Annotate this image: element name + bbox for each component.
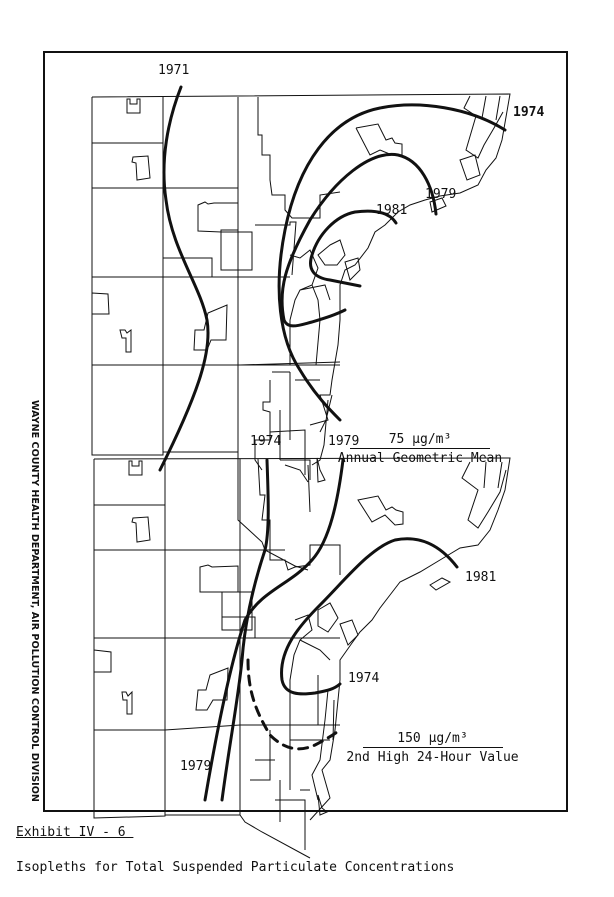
label-1979-bottom-lower: 1979	[180, 759, 212, 774]
label-1974-bottom: 1974	[250, 434, 282, 449]
side-credit: WAYNE COUNTY HEALTH DEPARTMENT, AIR POLL…	[26, 400, 40, 802]
legend-annual-geometric-mean: 75 µg/m³ Annual Geometric Mean	[325, 433, 515, 465]
label-1979-bottom-top: 1979	[328, 434, 360, 449]
label-1974-top: 1974	[513, 105, 545, 120]
isopleth-lines	[158, 85, 507, 802]
legend-measure: Annual Geometric Mean	[337, 451, 503, 466]
bottom-map-boundaries	[93, 457, 511, 859]
isopleth-1981-bottom	[280, 537, 459, 696]
isopleth-1981-top	[309, 209, 398, 288]
isopleth-1971	[158, 85, 210, 472]
isopleth-1979-top	[280, 152, 438, 328]
top-map-boundaries	[91, 93, 511, 571]
label-1981-bottom: 1981	[465, 570, 497, 585]
exhibit-label: Exhibit IV - 6	[16, 825, 134, 840]
label-1974-dashed: 1974	[348, 671, 380, 686]
isopleth-1979-bottom	[203, 458, 345, 802]
label-1981-top: 1981	[376, 203, 408, 218]
legend-value: 150 µg/m³	[362, 732, 503, 748]
legend-second-high-24-hour: 150 µg/m³ 2nd High 24-Hour Value	[325, 732, 540, 764]
legend-value: 75 µg/m³	[350, 433, 490, 449]
side-credit-text: WAYNE COUNTY HEALTH DEPARTMENT, AIR POLL…	[29, 400, 40, 802]
legend-measure: 2nd High 24-Hour Value	[346, 750, 519, 765]
isopleth-1974-dashed	[246, 658, 342, 751]
label-1971: 1971	[158, 63, 190, 78]
exhibit-caption: Isopleths for Total Suspended Particulat…	[16, 860, 455, 875]
label-1979-top: 1979	[425, 187, 457, 202]
isopleth-1974-top	[277, 103, 507, 422]
